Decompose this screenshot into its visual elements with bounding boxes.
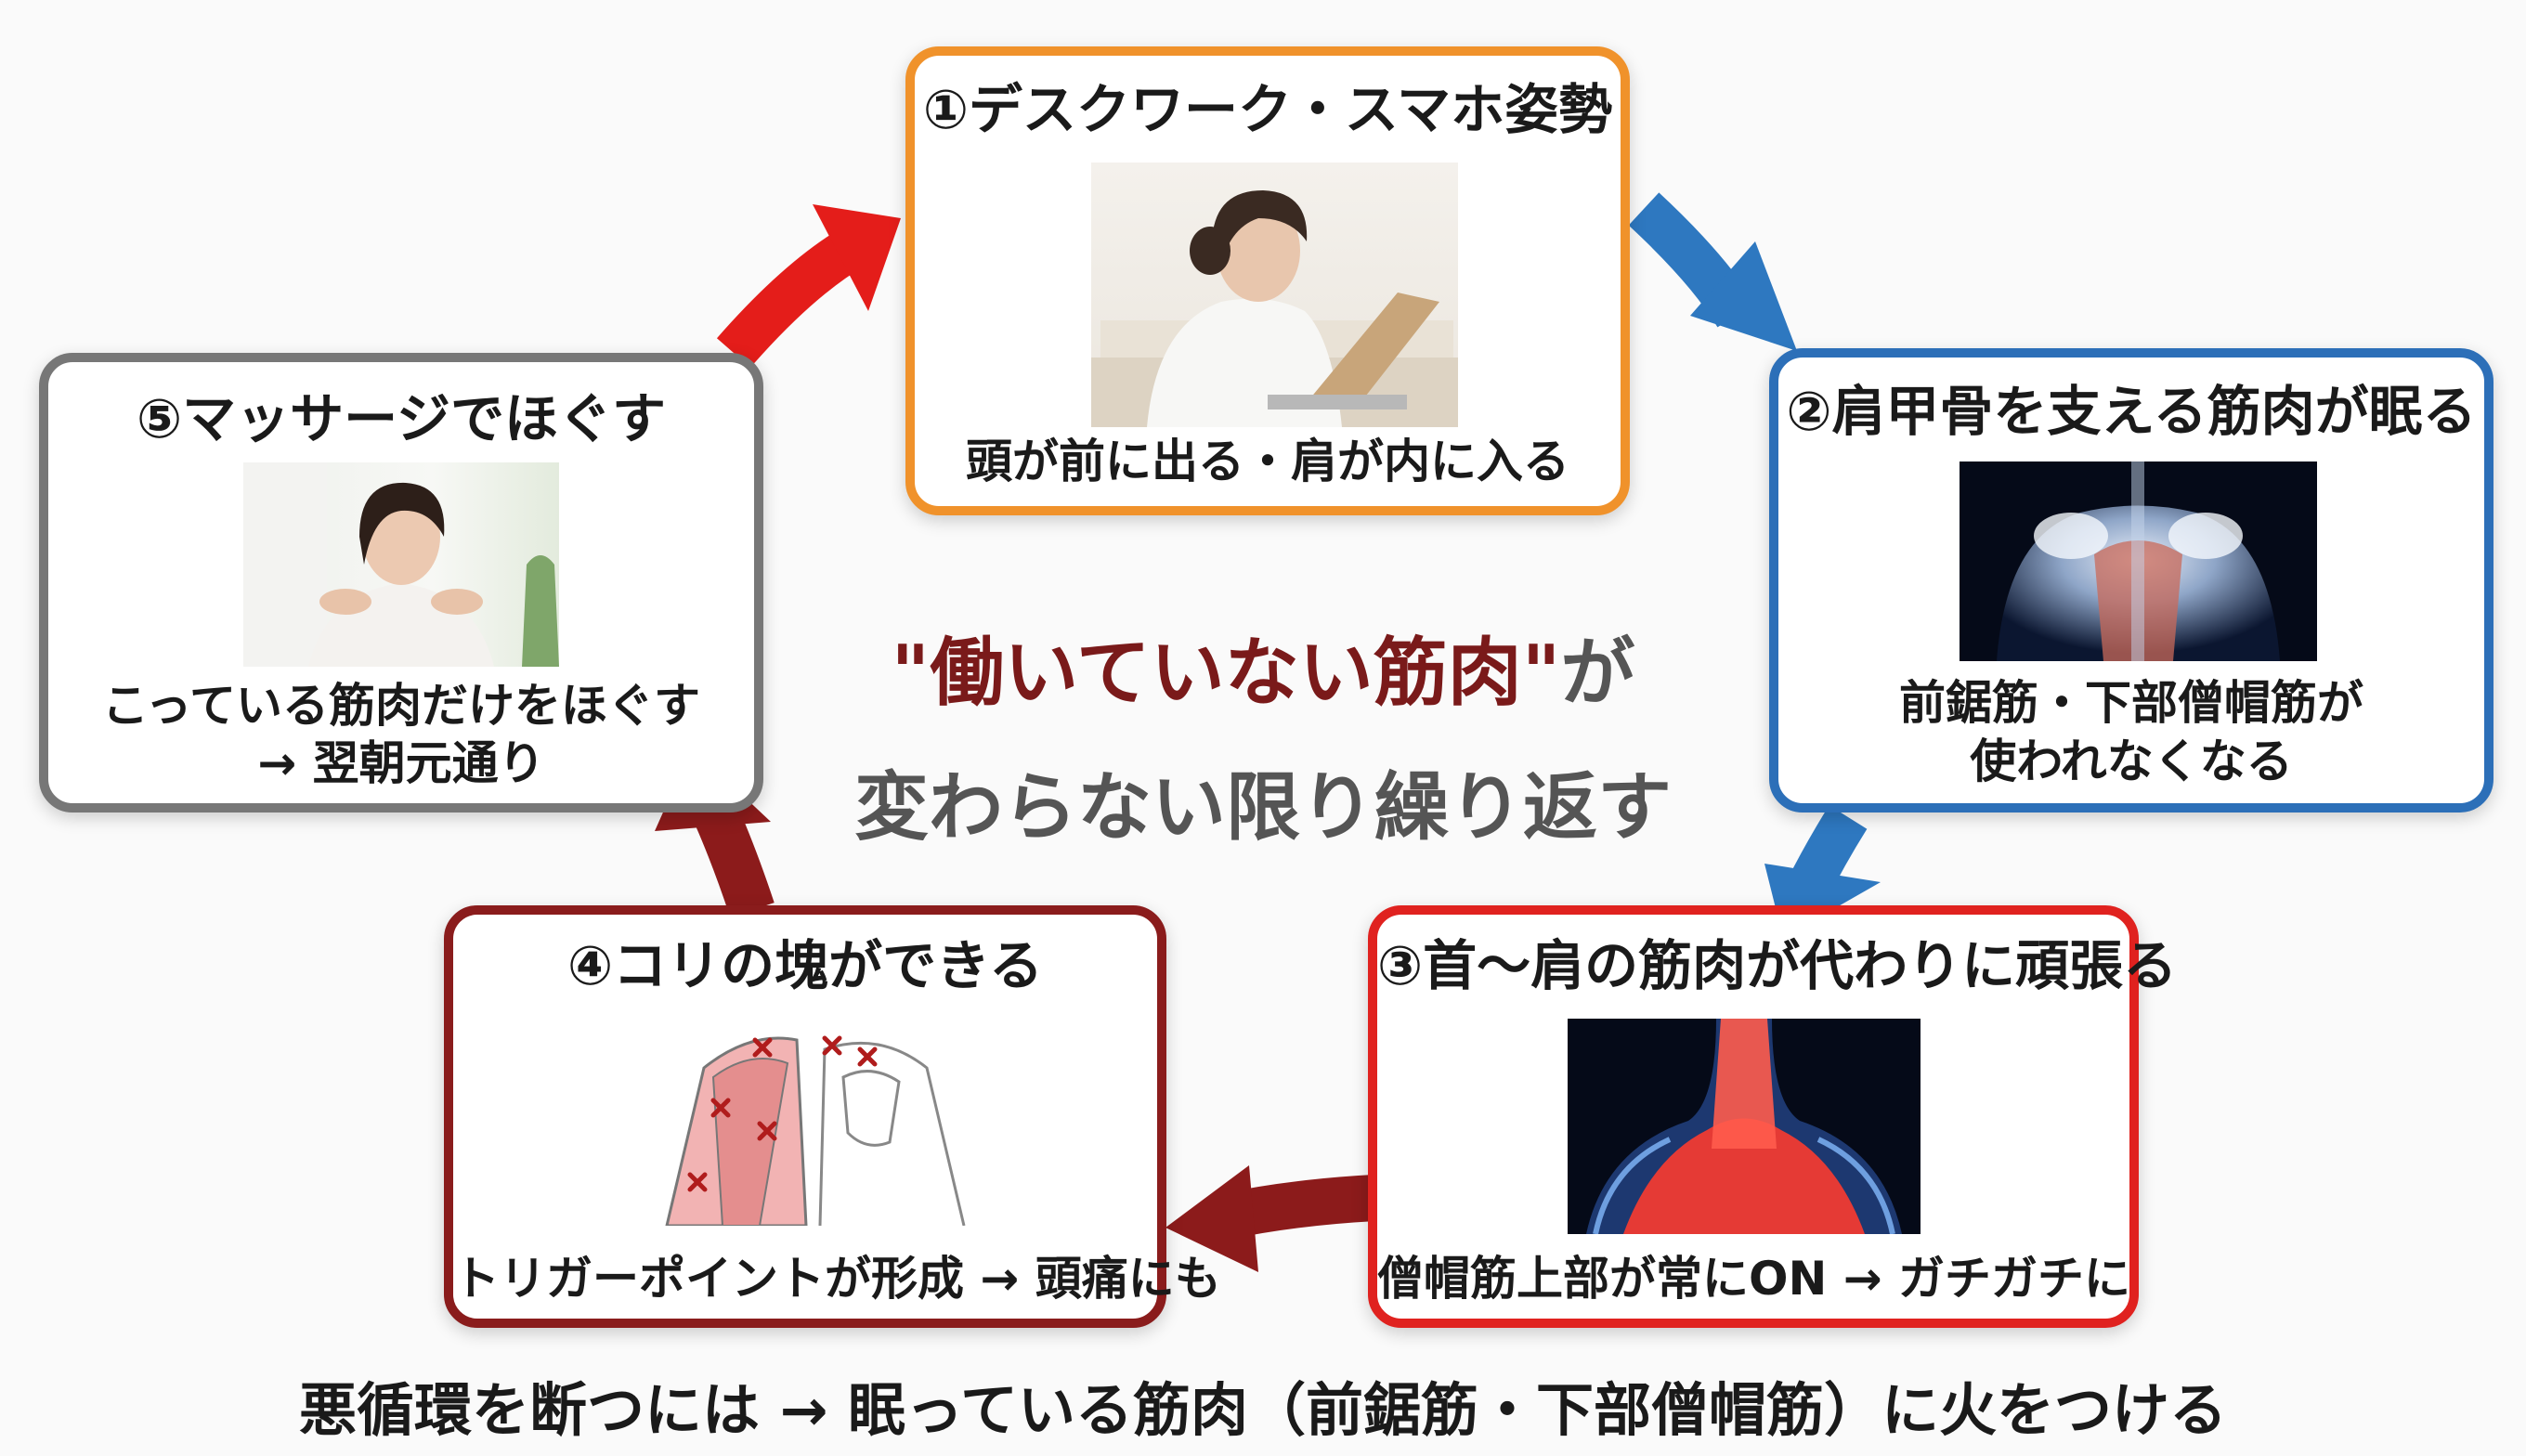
arrow-5-to-1	[716, 227, 866, 368]
step-1-title: ①デスクワーク・スマホ姿勢	[922, 78, 1613, 141]
arrow-2-to-3	[1786, 805, 1868, 902]
center-message-line1: "働いていない筋肉"が	[799, 613, 1727, 721]
step-5-title: ⑤マッサージでほぐす	[137, 387, 666, 450]
step-3-title: ③首〜肩の筋肉が代わりに頑張る	[1377, 934, 2178, 997]
step-2-caption-line2: 使われなくなる	[1970, 734, 2293, 788]
arrow-4-to-5	[694, 802, 775, 917]
back-muscles-image	[1960, 462, 2317, 661]
center-message-line2: 変わらない限り繰り返す	[854, 764, 1672, 851]
neck-shoulder-muscles-image	[1568, 1019, 1921, 1234]
step-2-title: ②肩甲骨を支える筋肉が眠る	[1786, 380, 2477, 443]
desk-work-photo	[1091, 162, 1458, 427]
step-5-caption-line2: → 翌朝元通り	[257, 736, 545, 790]
arrow-1-to-2	[1628, 192, 1756, 328]
center-highlight: "働いていない筋肉"	[891, 630, 1561, 716]
step-4-title: ④コリの塊ができる	[567, 934, 1043, 997]
step-card-4: ④コリの塊ができる トリガーポイントが形成 → 頭痛にも	[444, 905, 1221, 1328]
step-5-caption-line1: こっている筋肉だけをほぐす	[102, 679, 700, 733]
step-1-caption: 頭が前に出る・肩が内に入る	[966, 435, 1569, 488]
massage-photo	[243, 462, 559, 667]
arrow-3-to-4	[1220, 1175, 1376, 1240]
trigger-point-illustration	[648, 1012, 981, 1226]
step-4-caption: トリガーポイントが形成 → 頭痛にも	[453, 1252, 1221, 1306]
step-card-3: ③首〜肩の筋肉が代わりに頑張る 僧帽筋上部が常にON → ガチガチに	[1368, 905, 2178, 1328]
step-card-1: ①デスクワーク・スマホ姿勢 頭が前に出る・肩が内に入る	[905, 46, 1630, 515]
footer-message: 悪循環を断つには → 眠っている筋肉（前鋸筋・下部僧帽筋）に火をつける	[298, 1376, 2228, 1444]
arrow-1-to-2-head	[1690, 241, 1797, 351]
step-3-caption: 僧帽筋上部が常にON → ガチガチに	[1377, 1252, 2131, 1306]
center-line1-suffix: が	[1560, 630, 1635, 716]
arrow-5-to-1-head	[813, 204, 901, 311]
step-card-5: ⑤マッサージでほぐす こっている筋肉だけをほぐす → 翌朝元通り	[39, 353, 763, 812]
step-card-2: ②肩甲骨を支える筋肉が眠る 前鋸筋・下部僧帽筋が 使われなくなる	[1769, 348, 2493, 812]
step-2-caption-line1: 前鋸筋・下部僧帽筋が	[1899, 676, 2363, 730]
